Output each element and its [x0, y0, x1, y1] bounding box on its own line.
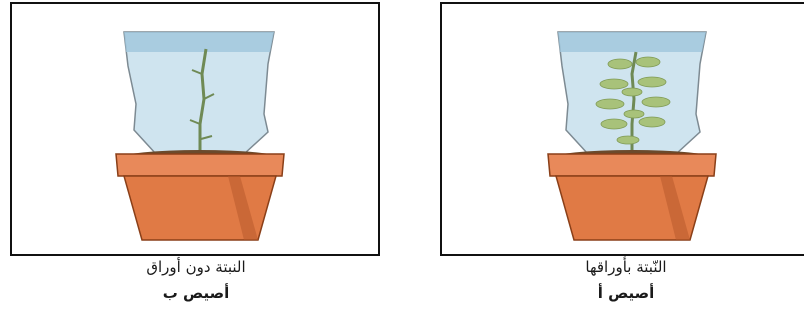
bag-top-shade — [558, 32, 706, 52]
figure-label: النبتة دون أوراق — [6, 258, 386, 276]
pot-name: أصيص ب — [6, 284, 386, 302]
figure-frame — [10, 2, 380, 256]
pot-rim — [548, 154, 716, 176]
bag-top-shade — [124, 32, 274, 52]
pot-name: أصيص أ — [436, 284, 804, 302]
figure-plant-with-leaves: النّبتة بأوراقها أصيص أ — [436, 0, 804, 320]
figure-label: النّبتة بأوراقها — [436, 258, 804, 276]
figure-frame — [440, 2, 804, 256]
figure-plant-without-leaves: النبتة دون أوراق أصيص ب — [6, 0, 386, 320]
pot-rim — [116, 154, 284, 176]
plant-pot-illustration — [442, 4, 804, 254]
plant-pot-illustration — [12, 4, 378, 254]
